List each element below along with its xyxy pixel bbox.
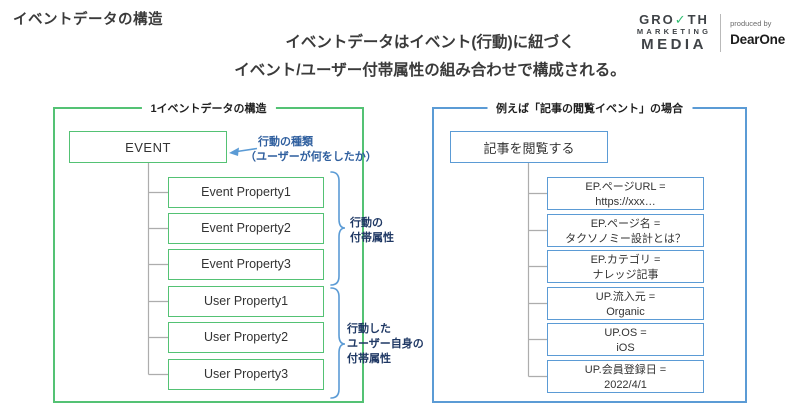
article-view-event-box: 記事を閲覧する — [450, 131, 608, 163]
up-registration-date-key: UP.会員登録日 = — [584, 364, 667, 376]
produced-by-label: produced by — [730, 19, 772, 28]
logo-marketing: MARKETING — [636, 27, 712, 36]
user-property-box-2: User Property2 — [168, 322, 324, 353]
dearone-logo: DearOne — [730, 32, 785, 47]
panel-article-view-example: 例えば「記事の閲覧イベント」の場合 — [432, 100, 747, 403]
user-properties-label: 行動した ユーザー自身の 付帯属性 — [347, 322, 424, 367]
up-os-box: UP.OS = iOS — [547, 323, 704, 356]
event-annotation-line2: （ユーザーが何をしたか） — [245, 151, 377, 163]
logo-growth-th: TH — [687, 12, 709, 27]
up-source-value: Organic — [606, 305, 645, 318]
logo-growth: GRO✓TH — [637, 13, 711, 27]
event-annotation: 行動の種類 （ユーザーが何をしたか） — [245, 135, 377, 165]
up-registration-date-value: 2022/4/1 — [604, 378, 647, 391]
ep-category-box: EP.カテゴリ = ナレッジ記事 — [547, 250, 704, 283]
up-source-box: UP.流入元 = Organic — [547, 287, 704, 320]
ep-category-value: ナレッジ記事 — [592, 268, 659, 281]
event-annotation-line1: 行動の種類 — [258, 136, 313, 148]
ep-page-name-box: EP.ページ名 = タクソノミー設計とは？ — [547, 214, 704, 247]
user-properties-label-line3: 付帯属性 — [347, 353, 391, 365]
subtitle-line1: イベントデータはイベント(行動)に紐づく — [285, 34, 575, 51]
event-properties-label-line2: 付帯属性 — [350, 232, 394, 244]
check-icon: ✓ — [674, 12, 688, 27]
ep-page-url-key: EP.ページURL = — [585, 181, 666, 193]
ep-page-url-value: https://xxx… — [595, 195, 656, 208]
user-property-box-3: User Property3 — [168, 359, 324, 390]
event-property-box-3: Event Property3 — [168, 249, 324, 280]
up-source-key: UP.流入元 = — [595, 291, 656, 303]
logo-growth-gro: GRO — [639, 12, 675, 27]
up-os-value: iOS — [616, 341, 635, 354]
panel-event-data-structure: 1イベントデータの構造 — [53, 100, 364, 403]
event-properties-label: 行動の 付帯属性 — [350, 216, 394, 246]
subtitle: イベントデータはイベント(行動)に紐づく イベント/ユーザー付帯属性の組み合わせ… — [60, 29, 800, 85]
user-property-box-1: User Property1 — [168, 286, 324, 317]
up-os-key: UP.OS = — [604, 327, 647, 339]
left-panel-title: 1イベントデータの構造 — [141, 100, 276, 117]
logo-produced-by-block: produced by DearOne — [730, 19, 785, 47]
event-box: EVENT — [69, 131, 227, 163]
user-properties-label-line1: 行動した — [347, 323, 391, 335]
ep-category-key: EP.カテゴリ = — [590, 254, 661, 266]
ep-page-url-box: EP.ページURL = https://xxx… — [547, 177, 704, 210]
event-property-box-1: Event Property1 — [168, 177, 324, 208]
logo-wordmark: GRO✓TH MARKETING MEDIA — [637, 13, 711, 53]
page-title: イベントデータの構造 — [13, 12, 163, 28]
subtitle-line2: イベント/ユーザー付帯属性の組み合わせで構成される。 — [234, 62, 626, 79]
event-properties-label-line1: 行動の — [350, 217, 383, 229]
right-panel-title: 例えば「記事の閲覧イベント」の場合 — [487, 100, 692, 117]
logo-media: MEDIA — [641, 36, 707, 53]
user-properties-label-line2: ユーザー自身の — [347, 338, 424, 350]
logo-divider — [720, 14, 722, 52]
ep-page-name-key: EP.ページ名 = — [590, 218, 661, 230]
ep-page-name-value: タクソノミー設計とは？ — [565, 232, 686, 245]
event-property-box-2: Event Property2 — [168, 213, 324, 244]
growth-marketing-media-logo: GRO✓TH MARKETING MEDIA produced by DearO… — [637, 13, 785, 53]
up-registration-date-box: UP.会員登録日 = 2022/4/1 — [547, 360, 704, 393]
